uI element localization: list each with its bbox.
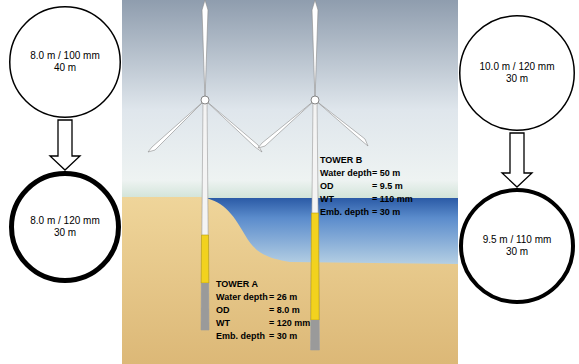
tower-spec: Water depth [216,292,268,303]
dimension-text: 40 m [54,62,76,74]
dimension-text: 8.0 m / 100 mm [30,50,99,62]
circle-shape [460,16,575,131]
pile-section-b [311,213,319,320]
tower-spec: OD [216,305,230,316]
blade [202,0,208,100]
hub [201,96,209,104]
tower-spec: = 50 m [372,168,400,179]
pile-b [311,320,320,350]
dimension-text: 9.5 m / 110 mm [483,234,552,246]
tower-spec: = 8.0 m [269,305,300,316]
pile-section-a [201,235,209,283]
tower-spec: TOWER A [216,279,258,290]
tower-spec: Emb. depth [320,207,369,218]
hollow-arrow [502,133,532,187]
tower-spec: = 30 m [269,331,297,342]
hub [311,96,319,104]
turbine-a [148,0,262,330]
tower-spec: = 120 mm [269,318,310,329]
tower-spec: Water depth [320,168,372,179]
tower-spec: TOWER B [320,155,362,166]
dimension-text: 30 m [54,227,76,239]
circle-shape [12,174,119,281]
tower-spec: = 30 m [372,207,400,218]
pile-a [201,283,209,330]
dimension-circle: 9.5 m / 110 mm30 m [459,188,575,304]
dimension-text: 30 m [506,73,528,85]
tower-b [311,100,320,350]
dimension-circle: 8.0 m / 100 mm40 m [9,6,121,118]
blade [205,100,262,152]
tower-spec: WT [216,318,230,329]
blade [148,100,205,152]
blade [312,0,318,100]
dimension-circle: 10.0 m / 120 mm30 m [459,15,575,131]
tower-spec: Emb. depth [216,331,265,342]
sky [122,0,458,200]
dimension-text: 8.0 m / 120 mm [30,215,99,227]
tower-a [201,100,209,330]
blade [315,100,368,146]
tower-spec: = 9.5 m [372,181,403,192]
tower-spec: = 110 mm [372,194,413,205]
tower-spec: OD [320,181,334,192]
tower-spec: WT [320,194,334,205]
dimension-text: 10.0 m / 120 mm [479,61,554,73]
dimension-text: 30 m [506,246,528,258]
tower-spec: = 26 m [269,292,297,303]
blade [258,100,315,148]
circle-shape [10,7,121,118]
circle-shape [461,190,573,302]
seabed [122,197,458,364]
hollow-arrow [50,120,80,170]
dimension-circle: 8.0 m / 120 mm30 m [9,171,121,283]
